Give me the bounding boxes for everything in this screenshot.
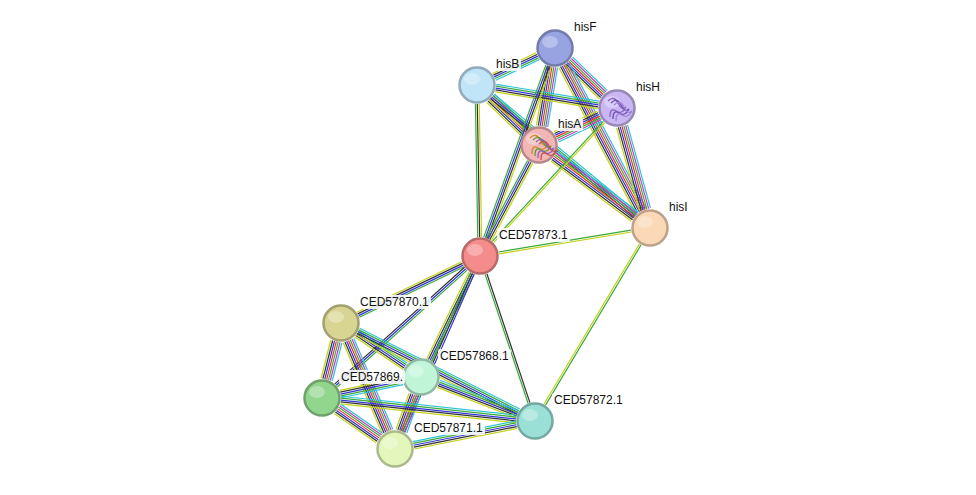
- interaction-edge: [554, 111, 603, 142]
- evidence-line: [341, 404, 383, 433]
- interaction-edge: [475, 104, 481, 237]
- evidence-line: [496, 88, 599, 105]
- evidence-line: [334, 414, 376, 443]
- node-circle: [402, 358, 440, 396]
- node-circle: [322, 304, 360, 342]
- evidence-line: [493, 53, 537, 74]
- evidence-line: [495, 90, 598, 107]
- evidence-line: [323, 340, 333, 378]
- protein-node: CED57870.1: [322, 304, 360, 342]
- evidence-line: [495, 92, 598, 109]
- interaction-edge: [544, 244, 641, 405]
- evidence-line: [552, 159, 633, 219]
- node-circle: [376, 430, 414, 468]
- interaction-edge: [340, 396, 516, 422]
- evidence-line: [494, 123, 605, 243]
- evidence-line: [339, 407, 381, 436]
- evidence-line: [492, 121, 603, 241]
- evidence-line: [359, 267, 464, 318]
- evidence-line: [494, 56, 538, 77]
- node-label: CED57871.1: [412, 421, 485, 435]
- interaction-edge: [551, 152, 638, 221]
- node-label: hisH: [634, 80, 662, 94]
- node-circle: [303, 379, 341, 417]
- node-label: CED57872.1: [552, 393, 625, 407]
- evidence-line: [557, 118, 601, 139]
- evidence-line: [573, 57, 608, 91]
- interaction-edge: [334, 404, 382, 443]
- protein-node: hisF: [536, 29, 574, 67]
- interaction-edge: [413, 421, 517, 449]
- evidence-line: [338, 409, 380, 438]
- evidence-line: [495, 58, 539, 79]
- node-circle: [598, 89, 636, 127]
- evidence-line: [359, 265, 464, 316]
- evidence-line: [569, 61, 604, 95]
- interaction-edge: [492, 121, 605, 242]
- node-circle: [458, 66, 496, 104]
- node-circle: [536, 29, 574, 67]
- interaction-edge: [357, 262, 464, 318]
- interaction-edge: [617, 125, 651, 211]
- evidence-line: [336, 410, 378, 439]
- evidence-line: [556, 116, 600, 137]
- evidence-line: [440, 380, 519, 410]
- protein-node: CED57873.1: [461, 237, 499, 275]
- node-circle: [516, 402, 554, 440]
- evidence-line: [622, 126, 645, 209]
- evidence-line: [487, 274, 530, 403]
- interaction-edge: [485, 274, 530, 404]
- evidence-line: [544, 244, 640, 404]
- node-label: hisF: [572, 20, 599, 34]
- evidence-line: [554, 156, 635, 216]
- evidence-line: [565, 65, 600, 99]
- evidence-line: [486, 160, 527, 237]
- interaction-edge: [493, 53, 540, 81]
- evidence-line: [341, 385, 403, 398]
- node-circle: [461, 237, 499, 275]
- protein-node: CED57868.1: [402, 358, 440, 396]
- evidence-line: [485, 274, 528, 403]
- evidence-line: [335, 412, 377, 441]
- evidence-line: [341, 402, 516, 421]
- node-label: hisA: [556, 117, 583, 131]
- protein-node: hisA: [520, 126, 558, 164]
- evidence-line: [340, 406, 382, 435]
- evidence-line: [321, 340, 331, 378]
- evidence-line: [554, 111, 598, 132]
- node-circle: [520, 126, 558, 164]
- evidence-line: [493, 54, 537, 75]
- evidence-line: [360, 328, 520, 409]
- evidence-line: [551, 161, 632, 221]
- interaction-edge: [495, 84, 599, 108]
- evidence-line: [479, 104, 481, 237]
- node-label: hisB: [494, 57, 521, 71]
- node-label: hisI: [667, 200, 690, 214]
- protein-node: CED57869.: [303, 379, 341, 417]
- protein-node: CED57872.1: [516, 402, 554, 440]
- evidence-line: [555, 114, 599, 135]
- evidence-line: [555, 155, 636, 215]
- node-circle: [631, 209, 669, 247]
- node-label: CED57870.1: [358, 295, 431, 309]
- evidence-line: [553, 158, 634, 218]
- evidence-line: [570, 60, 605, 94]
- evidence-line: [341, 400, 516, 419]
- evidence-line: [618, 127, 641, 210]
- node-label: CED57868.1: [438, 349, 511, 363]
- evidence-line: [555, 113, 599, 134]
- evidence-line: [341, 383, 403, 396]
- protein-node: hisH: [598, 89, 636, 127]
- protein-node: CED57871.1: [376, 430, 414, 468]
- node-label: CED57873.1: [497, 228, 570, 242]
- evidence-line: [620, 127, 643, 210]
- node-label: CED57869.: [339, 370, 405, 384]
- protein-node: hisI: [631, 209, 669, 247]
- evidence-line: [546, 245, 642, 405]
- evidence-line: [340, 404, 515, 423]
- protein-node: hisB: [458, 66, 496, 104]
- evidence-line: [341, 396, 516, 415]
- evidence-line: [341, 398, 516, 417]
